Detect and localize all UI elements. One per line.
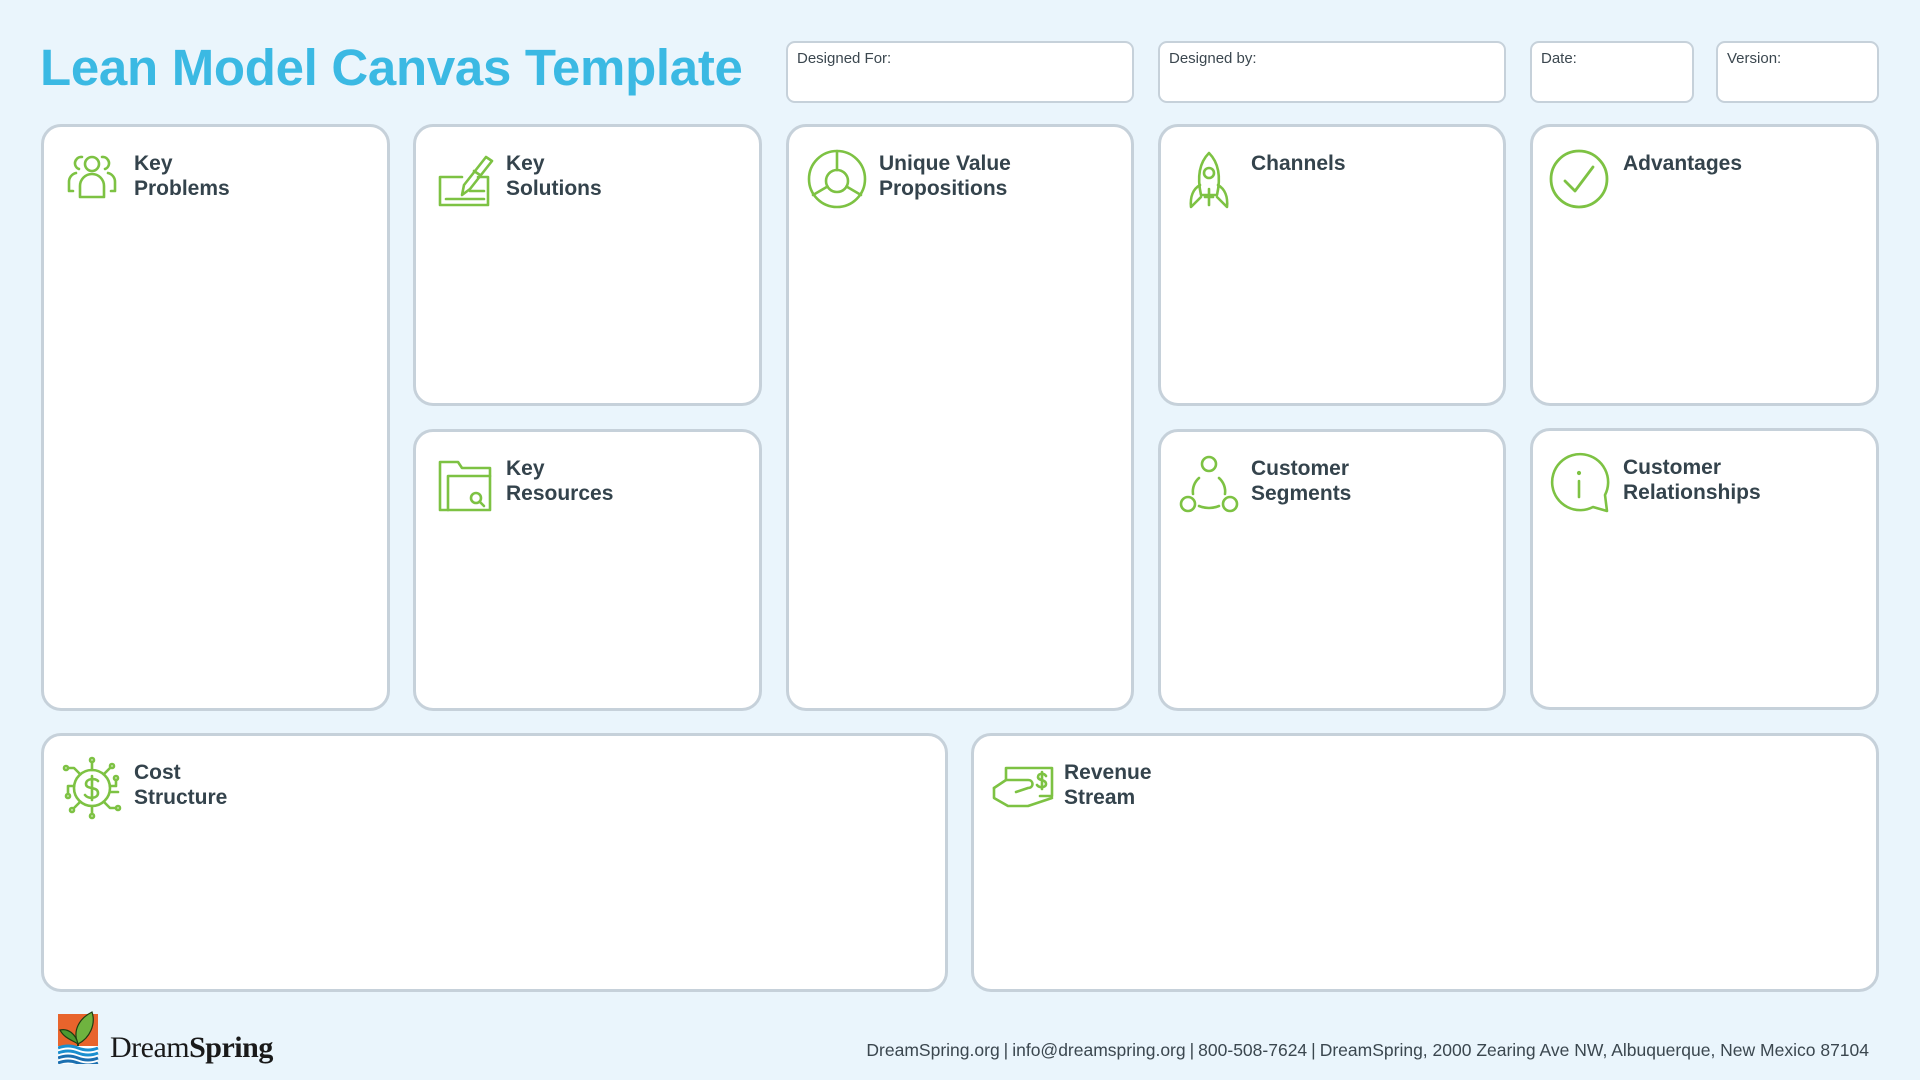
card-header: Unique Value Propositions	[805, 147, 1099, 211]
separator: |	[1311, 1040, 1316, 1060]
card-header: Channels	[1177, 147, 1431, 211]
dreamspring-logo[interactable]: DreamSpring	[57, 1010, 273, 1069]
card-key-solutions: Key Solutions	[413, 124, 762, 406]
people-group-icon	[60, 147, 124, 211]
advantages-input[interactable]	[1551, 227, 1858, 385]
pen-writing-icon	[432, 147, 496, 211]
designed-for-label: Designed For:	[797, 50, 892, 67]
footer-phone: 800-508-7624	[1198, 1040, 1308, 1060]
card-header: Key Solutions	[432, 147, 686, 211]
key-resources-input[interactable]	[434, 532, 741, 690]
version-field[interactable]: Version:	[1716, 41, 1879, 103]
dreamspring-wordmark: DreamSpring	[110, 1031, 273, 1064]
page-title: Lean Model Canvas Template	[40, 39, 743, 96]
card-title: Unique Value Propositions	[879, 152, 1011, 200]
card-key-problems: Key Problems	[41, 124, 390, 711]
key-problems-input[interactable]	[62, 227, 369, 690]
info-chat-bubble-icon	[1549, 451, 1613, 515]
card-header: Advantages	[1549, 147, 1803, 211]
card-title: Customer Relationships	[1623, 456, 1761, 504]
card-title: Revenue Stream	[1064, 761, 1152, 809]
footer-contact-info: DreamSpring.org|info@dreamspring.org|800…	[866, 1040, 1869, 1061]
folder-search-icon	[432, 452, 496, 516]
card-cost-structure: Cost Structure	[41, 733, 948, 992]
date-field[interactable]: Date:	[1530, 41, 1694, 103]
customer-relationships-input[interactable]	[1551, 531, 1858, 689]
designed-by-field[interactable]: Designed by:	[1158, 41, 1506, 103]
hand-money-icon	[990, 756, 1054, 820]
card-unique-value-propositions: Unique Value Propositions	[786, 124, 1134, 711]
card-customer-relationships: Customer Relationships	[1530, 428, 1879, 710]
card-advantages: Advantages	[1530, 124, 1879, 406]
card-title: Cost Structure	[134, 761, 228, 809]
card-channels: Channels	[1158, 124, 1506, 406]
check-circle-icon	[1549, 147, 1613, 211]
card-title: Advantages	[1623, 152, 1743, 175]
designed-by-input[interactable]	[1169, 69, 1495, 86]
card-title: Channels	[1251, 152, 1346, 175]
card-header: Customer Segments	[1177, 452, 1431, 516]
footer-address: DreamSpring, 2000 Zearing Ave NW, Albuqu…	[1319, 1040, 1869, 1060]
card-title: Customer Segments	[1251, 457, 1352, 505]
separator: |	[1189, 1040, 1195, 1060]
rocket-icon	[1177, 147, 1241, 211]
dollar-circuit-icon	[60, 756, 124, 820]
target-segments-icon	[805, 147, 869, 211]
dreamspring-sprout-icon	[57, 1010, 100, 1069]
card-title: Key Problems	[134, 152, 230, 200]
card-header: Key Problems	[60, 147, 314, 211]
unique-value-propositions-input[interactable]	[807, 227, 1113, 690]
card-header: Cost Structure	[60, 756, 314, 820]
card-title: Key Resources	[506, 457, 614, 505]
version-label: Version:	[1727, 50, 1782, 67]
card-header: Revenue Stream	[990, 756, 1244, 820]
date-input[interactable]	[1541, 69, 1683, 86]
network-nodes-icon	[1177, 452, 1241, 516]
card-header: Customer Relationships	[1549, 451, 1803, 515]
date-label: Date:	[1541, 50, 1577, 67]
card-header: Key Resources	[432, 452, 686, 516]
cost-structure-input[interactable]	[62, 836, 927, 971]
card-revenue-stream: Revenue Stream	[971, 733, 1879, 992]
channels-input[interactable]	[1179, 227, 1485, 385]
revenue-stream-input[interactable]	[992, 836, 1858, 971]
key-solutions-input[interactable]	[434, 227, 741, 385]
card-customer-segments: Customer Segments	[1158, 429, 1506, 711]
card-title: Key Solutions	[506, 152, 602, 200]
footer-website-link[interactable]: DreamSpring.org	[866, 1040, 1000, 1060]
designed-for-field[interactable]: Designed For:	[786, 41, 1134, 103]
designed-for-input[interactable]	[797, 69, 1123, 86]
designed-by-label: Designed by:	[1169, 50, 1257, 67]
customer-segments-input[interactable]	[1179, 532, 1485, 690]
card-key-resources: Key Resources	[413, 429, 762, 711]
footer-email-link[interactable]: info@dreamspring.org	[1012, 1040, 1186, 1060]
version-input[interactable]	[1727, 69, 1868, 86]
separator: |	[1003, 1040, 1009, 1060]
